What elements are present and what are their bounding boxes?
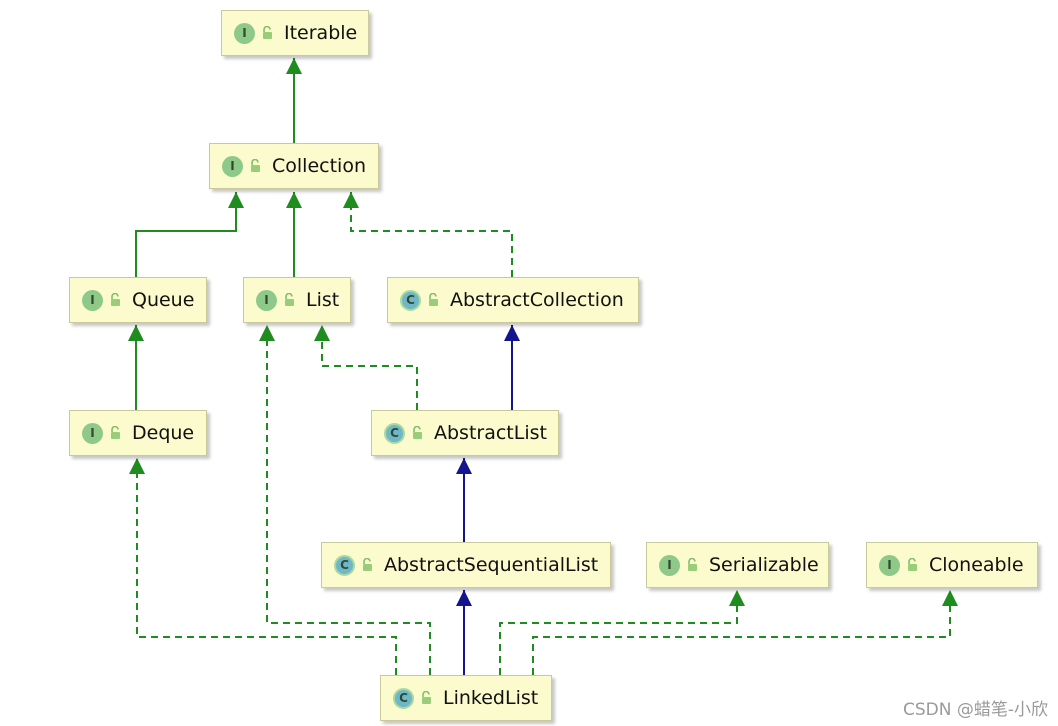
node-abstractsequentiallist[interactable]: C AbstractSequentialList: [321, 542, 611, 588]
open-lock-icon: [908, 558, 917, 571]
node-deque[interactable]: I Deque: [69, 410, 207, 456]
interface-icon: I: [222, 155, 243, 177]
node-abstractcollection[interactable]: C AbstractCollection: [387, 277, 639, 323]
open-lock-icon: [413, 426, 422, 439]
edge-linkedlist-to-cloneable: [532, 590, 958, 675]
edge-linkedlist-to-serializable: [499, 590, 745, 675]
open-lock-icon: [285, 293, 294, 306]
abstract-class-icon: C: [334, 554, 355, 576]
interface-icon: I: [234, 22, 255, 44]
node-label: List: [306, 289, 340, 311]
node-label: AbstractSequentialList: [384, 554, 599, 576]
open-lock-icon: [251, 159, 260, 172]
edge-abstractcollection-to-collection: [343, 192, 513, 277]
node-label: Iterable: [284, 22, 358, 44]
node-serializable[interactable]: I Serializable: [646, 542, 829, 588]
open-lock-icon: [429, 293, 438, 306]
abstract-class-icon: C: [384, 422, 405, 444]
interface-icon: I: [82, 289, 103, 311]
node-list[interactable]: I List: [243, 277, 351, 323]
node-iterable[interactable]: I Iterable: [221, 10, 369, 56]
node-linkedlist[interactable]: C LinkedList: [380, 675, 552, 721]
edge-linkedlist-to-list: [259, 325, 431, 675]
open-lock-icon: [111, 426, 120, 439]
node-label: AbstractList: [434, 422, 547, 444]
open-lock-icon: [422, 691, 431, 704]
node-label: Queue: [132, 289, 195, 311]
node-label: Deque: [132, 422, 195, 444]
node-label: Cloneable: [929, 554, 1024, 576]
open-lock-icon: [263, 26, 272, 39]
interface-icon: I: [659, 554, 680, 576]
open-lock-icon: [688, 558, 697, 571]
node-cloneable[interactable]: I Cloneable: [866, 542, 1038, 588]
edge-queue-to-collection: [135, 192, 244, 277]
open-lock-icon: [363, 558, 372, 571]
interface-icon: I: [256, 289, 277, 311]
node-abstractlist[interactable]: C AbstractList: [371, 410, 559, 456]
class-icon: C: [393, 687, 414, 709]
edge-abstractlist-to-list: [314, 325, 418, 410]
node-collection[interactable]: I Collection: [209, 143, 379, 189]
abstract-class-icon: C: [400, 289, 421, 311]
node-queue[interactable]: I Queue: [69, 277, 207, 323]
interface-icon: I: [879, 554, 900, 576]
watermark: CSDN @蜡笔-小欣: [902, 700, 1048, 720]
open-lock-icon: [111, 293, 120, 306]
node-label: AbstractCollection: [450, 289, 624, 311]
node-label: LinkedList: [443, 687, 539, 709]
interface-icon: I: [82, 422, 103, 444]
edge-linkedlist-to-deque: [129, 458, 397, 675]
node-label: Serializable: [709, 554, 819, 576]
node-label: Collection: [272, 155, 366, 177]
